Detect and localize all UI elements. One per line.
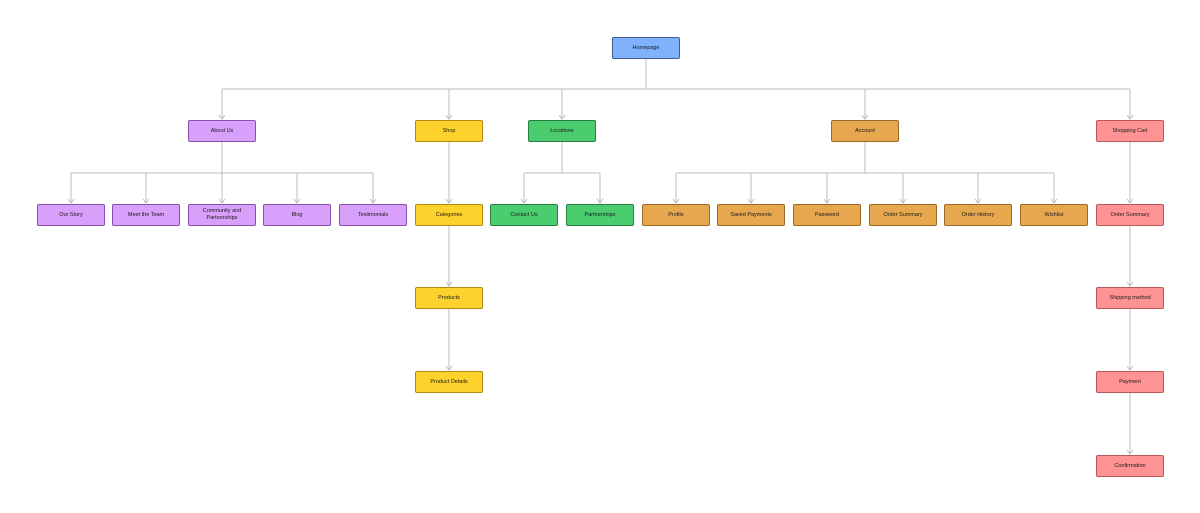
node-blog[interactable]: Blog bbox=[263, 204, 331, 226]
node-shipping-method[interactable]: Shipping method bbox=[1096, 287, 1164, 309]
connector-arrowhead bbox=[218, 198, 226, 204]
node-testimonials[interactable]: Testimonials bbox=[339, 204, 407, 226]
connector-arrowhead bbox=[747, 198, 755, 204]
connector-arrowhead bbox=[1126, 198, 1134, 204]
node-password[interactable]: Password bbox=[793, 204, 861, 226]
connector-arrowhead bbox=[445, 281, 453, 287]
connector-arrowhead bbox=[1126, 114, 1134, 120]
node-categories[interactable]: Categories bbox=[415, 204, 483, 226]
connector-arrowhead bbox=[293, 198, 301, 204]
node-shopping-cart[interactable]: Shopping Cart bbox=[1096, 120, 1164, 142]
connector-arrowhead bbox=[899, 198, 907, 204]
node-meet-the-team[interactable]: Meet the Team bbox=[112, 204, 180, 226]
node-profile[interactable]: Profile bbox=[642, 204, 710, 226]
node-about-us[interactable]: About Us bbox=[188, 120, 256, 142]
connector-arrowhead bbox=[445, 365, 453, 371]
connector-arrowhead bbox=[369, 198, 377, 204]
node-saved-payments[interactable]: Saved Payments bbox=[717, 204, 785, 226]
connector-arrowhead bbox=[1126, 365, 1134, 371]
connector-arrowhead bbox=[142, 198, 150, 204]
node-order-summary-cart[interactable]: Order Summary bbox=[1096, 204, 1164, 226]
connector-arrowhead bbox=[1126, 281, 1134, 287]
connector-arrowhead bbox=[672, 198, 680, 204]
node-product-details[interactable]: Product Details bbox=[415, 371, 483, 393]
node-shop[interactable]: Shop bbox=[415, 120, 483, 142]
connector-arrowhead bbox=[520, 198, 528, 204]
node-order-history[interactable]: Order History bbox=[944, 204, 1012, 226]
node-wishlist[interactable]: Wishlist bbox=[1020, 204, 1088, 226]
node-products[interactable]: Products bbox=[415, 287, 483, 309]
node-partnerships[interactable]: Partnerships bbox=[566, 204, 634, 226]
node-account[interactable]: Account bbox=[831, 120, 899, 142]
connector-arrowhead bbox=[823, 198, 831, 204]
node-confirmation[interactable]: Confirmation bbox=[1096, 455, 1164, 477]
node-homepage[interactable]: Homepage bbox=[612, 37, 680, 59]
node-our-story[interactable]: Our Story bbox=[37, 204, 105, 226]
connector-arrowhead bbox=[1126, 449, 1134, 455]
node-payment[interactable]: Payment bbox=[1096, 371, 1164, 393]
node-community-and-partnerships[interactable]: Community and Partnerships bbox=[188, 204, 256, 226]
node-locations[interactable]: Locations bbox=[528, 120, 596, 142]
connector-arrowhead bbox=[558, 114, 566, 120]
connector-arrowhead bbox=[218, 114, 226, 120]
connector-arrowhead bbox=[445, 114, 453, 120]
node-order-summary-account[interactable]: Order Summary bbox=[869, 204, 937, 226]
connector-arrowhead bbox=[861, 114, 869, 120]
connector-arrowhead bbox=[445, 198, 453, 204]
connector-arrowhead bbox=[1050, 198, 1058, 204]
connector-arrowhead bbox=[974, 198, 982, 204]
connector-arrowhead bbox=[67, 198, 75, 204]
connector-arrowhead bbox=[596, 198, 604, 204]
node-contact-us[interactable]: Contact Us bbox=[490, 204, 558, 226]
